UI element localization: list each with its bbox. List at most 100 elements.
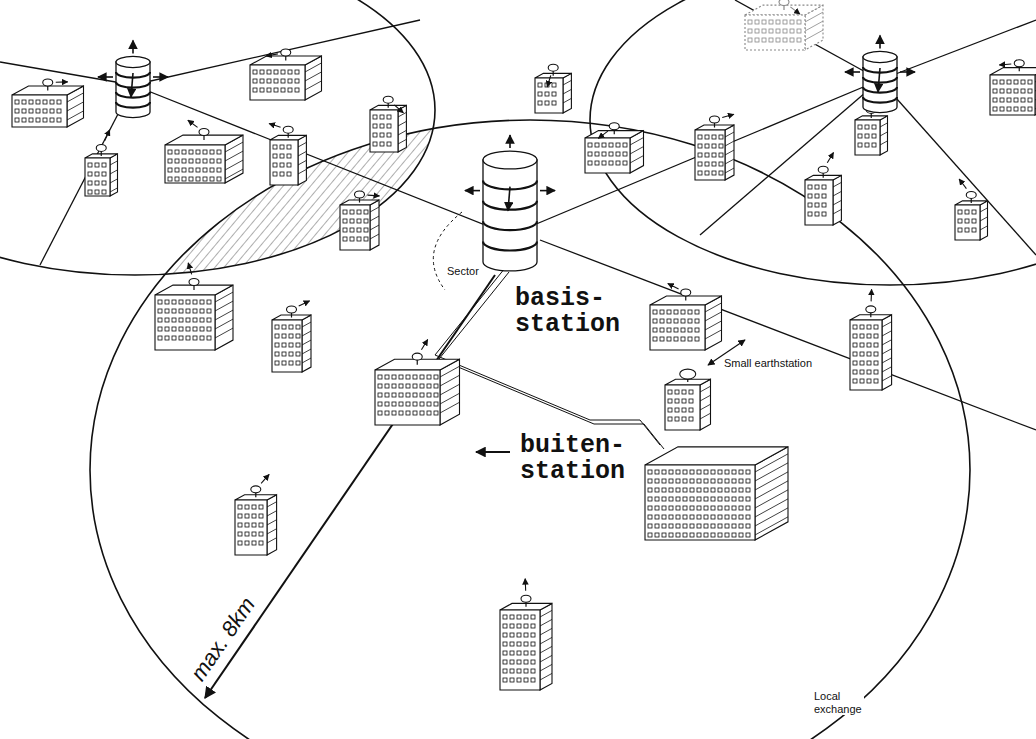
building-window	[1014, 107, 1018, 111]
sector-lines	[0, 0, 1036, 430]
building-window	[797, 20, 801, 24]
radiation-arrow	[878, 68, 880, 92]
building-window	[668, 417, 672, 421]
building-window	[43, 100, 47, 104]
antenna-dish	[189, 279, 199, 286]
tower-band	[116, 92, 150, 98]
building-window	[1028, 89, 1032, 93]
building-window	[158, 336, 162, 340]
building-window	[434, 411, 438, 415]
building-window	[364, 219, 368, 223]
building-floor-line	[805, 21, 823, 31]
building-window	[200, 309, 204, 313]
building-window	[36, 100, 40, 104]
building-window	[669, 524, 673, 528]
building-window	[350, 228, 354, 232]
radiation-arrow	[153, 76, 168, 78]
building-window	[718, 533, 722, 537]
antenna-dish	[96, 144, 106, 151]
building-window	[172, 300, 176, 304]
building	[695, 114, 734, 180]
building-window	[200, 336, 204, 340]
building-window	[748, 38, 752, 42]
building-window	[874, 343, 878, 347]
antenna-dish	[866, 306, 876, 313]
pointer-arrow	[476, 451, 510, 453]
building-window	[287, 154, 291, 158]
tower-band	[863, 77, 897, 83]
building-window	[207, 318, 211, 322]
building-roof	[375, 359, 460, 370]
building-window	[510, 642, 514, 646]
building-window	[860, 352, 864, 356]
building-window	[965, 219, 969, 223]
building-floor-line	[700, 386, 711, 392]
building-window	[676, 497, 680, 501]
building-window	[746, 497, 750, 501]
building-window	[732, 488, 736, 492]
overlap-region	[0, 0, 435, 275]
building-window	[36, 109, 40, 113]
building-front	[375, 370, 440, 425]
building-window	[704, 524, 708, 528]
building-window	[274, 88, 278, 92]
building-window	[853, 379, 857, 383]
building-window	[690, 515, 694, 519]
building-window	[718, 506, 722, 510]
building-window	[1021, 98, 1025, 102]
building-window	[1014, 98, 1018, 102]
radiation-arrow	[509, 135, 511, 148]
building-window	[434, 375, 438, 379]
building-window	[524, 651, 528, 655]
building-window	[267, 88, 271, 92]
building-window	[165, 300, 169, 304]
building	[805, 153, 841, 225]
building-window	[179, 336, 183, 340]
building	[165, 120, 243, 183]
building-window	[769, 29, 773, 33]
building-window	[695, 328, 699, 332]
building-front	[165, 145, 225, 183]
building-window	[552, 83, 556, 87]
building-window	[602, 152, 606, 156]
building-window	[704, 506, 708, 510]
building-floor-line	[630, 147, 644, 154]
building-window	[595, 152, 599, 156]
building-floor-line	[267, 538, 277, 543]
building-floor-line	[540, 646, 552, 653]
building-window	[872, 134, 876, 138]
building-window	[15, 109, 19, 113]
building-window	[517, 651, 521, 655]
building-window	[275, 352, 279, 356]
building-window	[797, 38, 801, 42]
building-window	[165, 327, 169, 331]
building-window	[273, 172, 277, 176]
building-window	[704, 479, 708, 483]
building-window	[790, 38, 794, 42]
building-window	[712, 144, 716, 148]
building-window	[858, 134, 862, 138]
building-window	[739, 524, 743, 528]
building-window	[387, 133, 391, 137]
building-window	[531, 669, 535, 673]
building-window	[748, 20, 752, 24]
building-floor-line	[370, 225, 379, 230]
building-window	[725, 497, 729, 501]
building-window	[690, 470, 694, 474]
building-window	[193, 309, 197, 313]
building-window	[676, 470, 680, 474]
building-floor-line	[755, 517, 788, 535]
building-window	[252, 514, 256, 518]
building-floor-line	[725, 168, 734, 173]
building-window	[648, 515, 652, 519]
building-window	[662, 479, 666, 483]
building-window	[648, 497, 652, 501]
building-window	[972, 219, 976, 223]
building-window	[1000, 107, 1004, 111]
building-window	[690, 524, 694, 528]
sector-line	[0, 62, 133, 85]
building-window	[602, 143, 606, 147]
building-window	[860, 361, 864, 365]
building-floor-line	[302, 340, 311, 345]
building-window	[822, 212, 826, 216]
